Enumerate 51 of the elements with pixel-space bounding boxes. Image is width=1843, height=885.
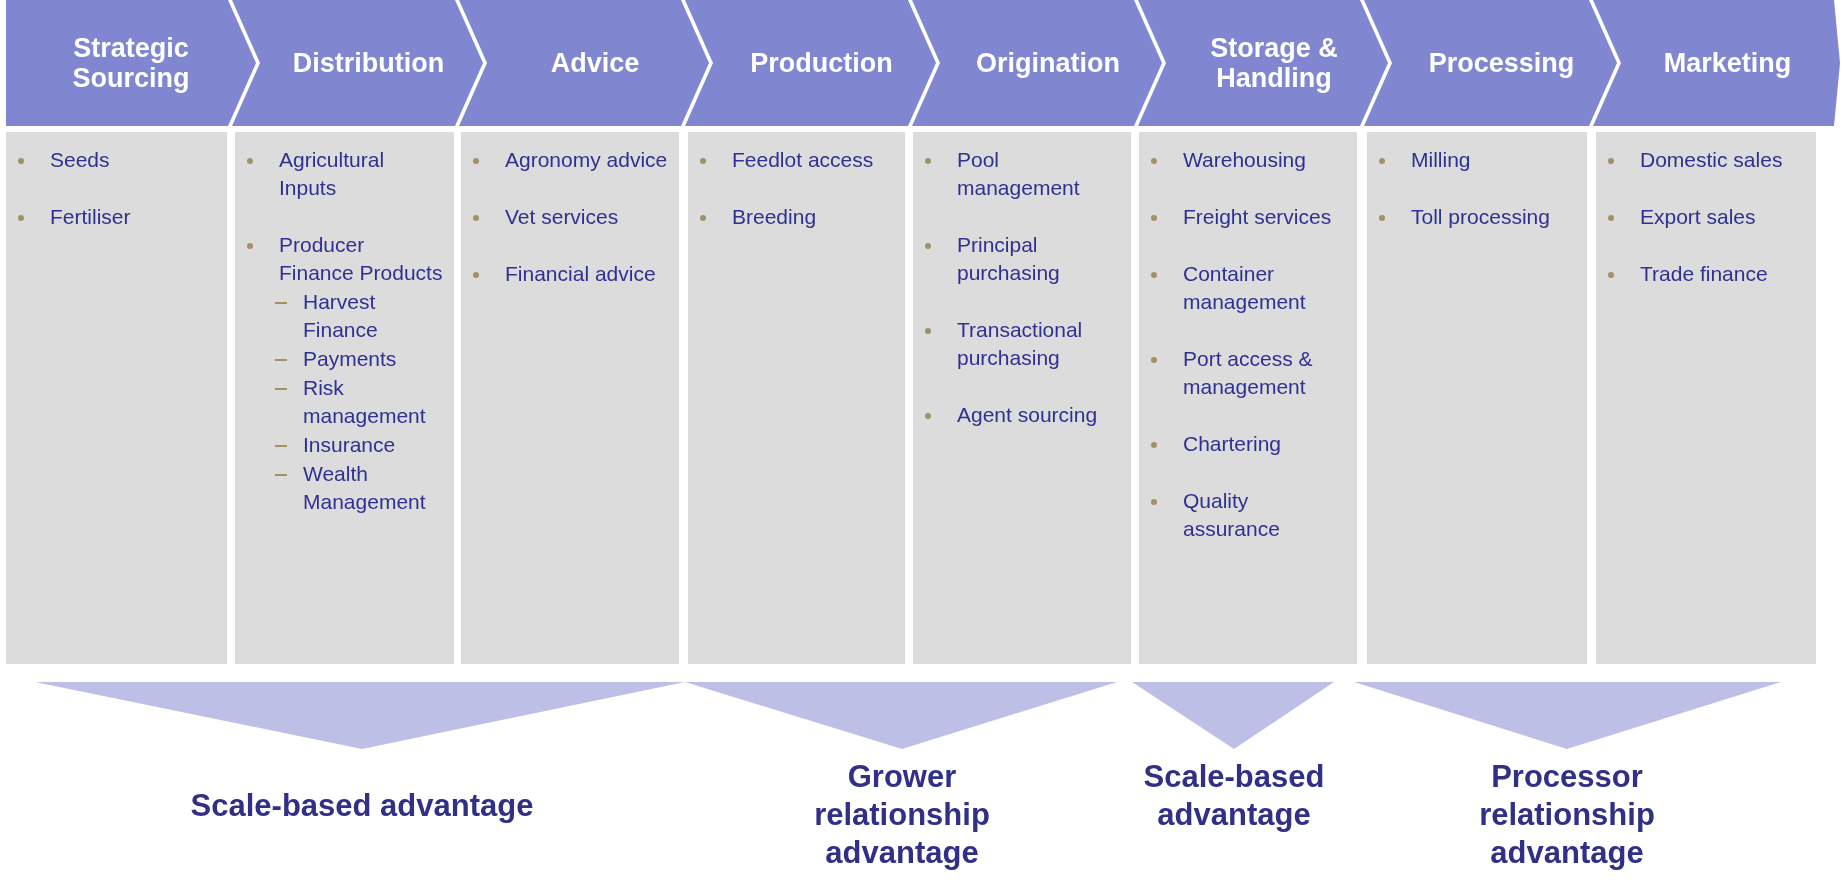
list-item: Vet services [505,204,619,230]
list-item: Agent sourcing [957,402,1098,428]
stage-title: Storage & Handling [1209,33,1339,93]
list-item: Feedlot access [732,147,874,173]
list-item: Agronomy advice [505,147,668,173]
list-item: Trade finance [1640,261,1768,287]
list-item: Financial advice [505,261,656,287]
list-item: Producer Finance Products [279,232,444,286]
list-item: Agricultural Inputs [279,147,386,201]
list-item: Milling [1411,147,1471,173]
list-item: Wealth Management [303,461,427,515]
advantage-label: Scale-based advantage [1142,758,1326,834]
stage-title: Advice [550,48,640,78]
list-item: Payments [303,346,397,372]
list-item: Fertiliser [50,204,131,230]
stage-title: Origination [976,48,1120,78]
content-panel [461,132,679,664]
stage-title: Distribution [292,48,445,78]
list-item: Domestic sales [1640,147,1783,173]
list-item: Seeds [50,147,110,173]
list-item: Port access & management [1183,346,1314,400]
advantage-label: Scale-based advantage [189,787,535,825]
list-item: Transactional purchasing [957,317,1084,371]
list-item: Container management [1183,261,1307,315]
chevron-banner [6,0,256,126]
list-item: Chartering [1183,431,1282,457]
content-panel [1596,132,1816,664]
stage-title: Processing [1428,48,1575,78]
stage-title: Strategic Sourcing [71,33,191,93]
stage-title: Production [750,48,893,78]
list-item: Warehousing [1183,147,1306,173]
advantage-label: Processor relationship advantage [1478,758,1656,872]
content-panel [235,132,454,664]
content-panel [913,132,1131,664]
advantage-label: Grower relationship advantage [813,758,991,872]
list-item: Freight services [1183,204,1332,230]
stage-title: Marketing [1663,48,1792,78]
list-item: Insurance [303,432,396,458]
chevron-banner [1593,0,1840,126]
content-panel [1139,132,1357,664]
list-item: Pool management [957,147,1081,201]
list-item: Breeding [732,204,817,230]
list-item: Principal purchasing [957,232,1061,286]
list-item: Risk management [303,375,427,429]
list-item: Quality assurance [1183,488,1281,542]
list-item: Harvest Finance [303,289,379,343]
content-panel [1367,132,1587,664]
list-item: Export sales [1640,204,1756,230]
list-item: Toll processing [1411,204,1550,230]
content-panel [6,132,227,664]
content-panel [688,132,905,664]
